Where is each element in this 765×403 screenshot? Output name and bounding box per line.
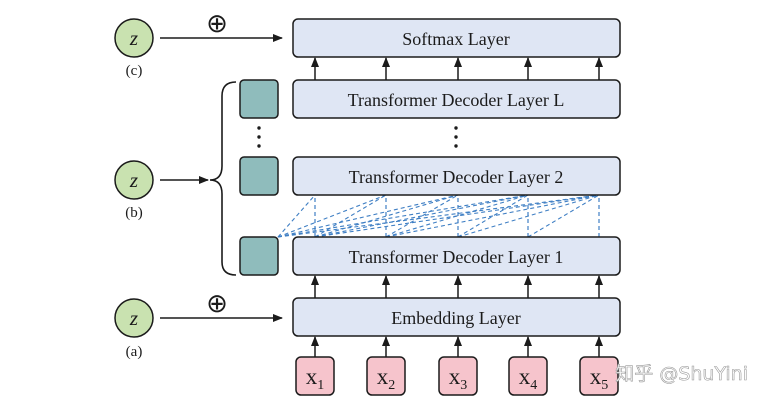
- variant-label-b: (b): [125, 205, 143, 221]
- variant-b: z (b): [114, 79, 279, 276]
- attention-dash-line: [314, 194, 387, 238]
- stack-ellipsis-dot: [454, 135, 458, 139]
- latent-z-label-b: z: [129, 168, 138, 192]
- softmax-layer-label: Softmax Layer: [402, 29, 509, 49]
- variant-c: z (c) ⊕: [114, 9, 283, 79]
- embedding-layer-box: [292, 297, 621, 337]
- attention-dash-line: [277, 194, 387, 238]
- input-token-box: [438, 356, 478, 396]
- attention-dash-line: [277, 194, 316, 238]
- decoder-layer-1-label: Transformer Decoder Layer 1: [349, 247, 564, 267]
- latent-z-node-a: [114, 298, 154, 338]
- memory-block-L: [239, 79, 279, 119]
- input-token-label: x4: [519, 364, 538, 393]
- softmax-layer-box: [292, 18, 621, 58]
- attention-dash-line: [314, 194, 529, 238]
- latent-z-node-b: [114, 160, 154, 200]
- input-token-box: [366, 356, 406, 396]
- input-token-label: x5: [590, 364, 609, 393]
- layer-stack: Softmax Layer Transformer Decoder Layer …: [292, 18, 621, 337]
- input-tokens: x1 x2 x3 x4 x5: [295, 356, 619, 396]
- latent-z-label-a: z: [129, 306, 138, 330]
- input-token-box: [295, 356, 335, 396]
- curly-brace-icon: [209, 81, 237, 276]
- stack-ellipsis-dot: [454, 126, 458, 130]
- attention-dash-line: [314, 194, 459, 238]
- stack-ellipsis-dot: [454, 144, 458, 148]
- oplus-add-icon-a: ⊕: [206, 289, 228, 319]
- input-token-box: [579, 356, 619, 396]
- decoder-layer-1-box: [292, 236, 621, 276]
- decoder-layer-2-box: [292, 156, 621, 196]
- cross-attention-lines: [277, 194, 600, 238]
- memory-ellipsis-dot: [257, 144, 261, 148]
- attention-dash-line: [385, 194, 459, 238]
- variant-label-c: (c): [126, 63, 143, 79]
- watermark-text: 知乎 @ShuYini: [615, 363, 748, 385]
- input-token-label: x2: [377, 364, 396, 393]
- stack-arrows: [311, 57, 603, 357]
- variant-a: z (a) ⊕: [114, 289, 283, 360]
- decoder-layer-L-label: Transformer Decoder Layer L: [348, 90, 565, 110]
- memory-block-1: [239, 236, 279, 276]
- attention-dash-line: [385, 194, 529, 238]
- attention-dash-line: [277, 194, 529, 238]
- memory-ellipsis-dot: [257, 135, 261, 139]
- attention-dash-line: [385, 194, 600, 238]
- input-token-box: [508, 356, 548, 396]
- attention-dash-line: [277, 194, 459, 238]
- input-token-label: x1: [306, 364, 325, 393]
- attention-dash-line: [277, 194, 600, 238]
- decoder-layer-L-box: [292, 79, 621, 119]
- input-token-label: x3: [449, 364, 468, 393]
- memory-ellipsis-dot: [257, 126, 261, 130]
- oplus-add-icon-c: ⊕: [206, 9, 228, 39]
- attention-dash-line: [457, 194, 600, 238]
- embedding-layer-label: Embedding Layer: [391, 308, 520, 328]
- attention-dash-line: [314, 194, 600, 238]
- decoder-layer-2-label: Transformer Decoder Layer 2: [349, 167, 564, 187]
- attention-dash-line: [527, 194, 600, 238]
- memory-block-2: [239, 156, 279, 196]
- latent-z-node-c: [114, 18, 154, 58]
- latent-z-label-c: z: [129, 26, 138, 50]
- variant-label-a: (a): [126, 344, 143, 360]
